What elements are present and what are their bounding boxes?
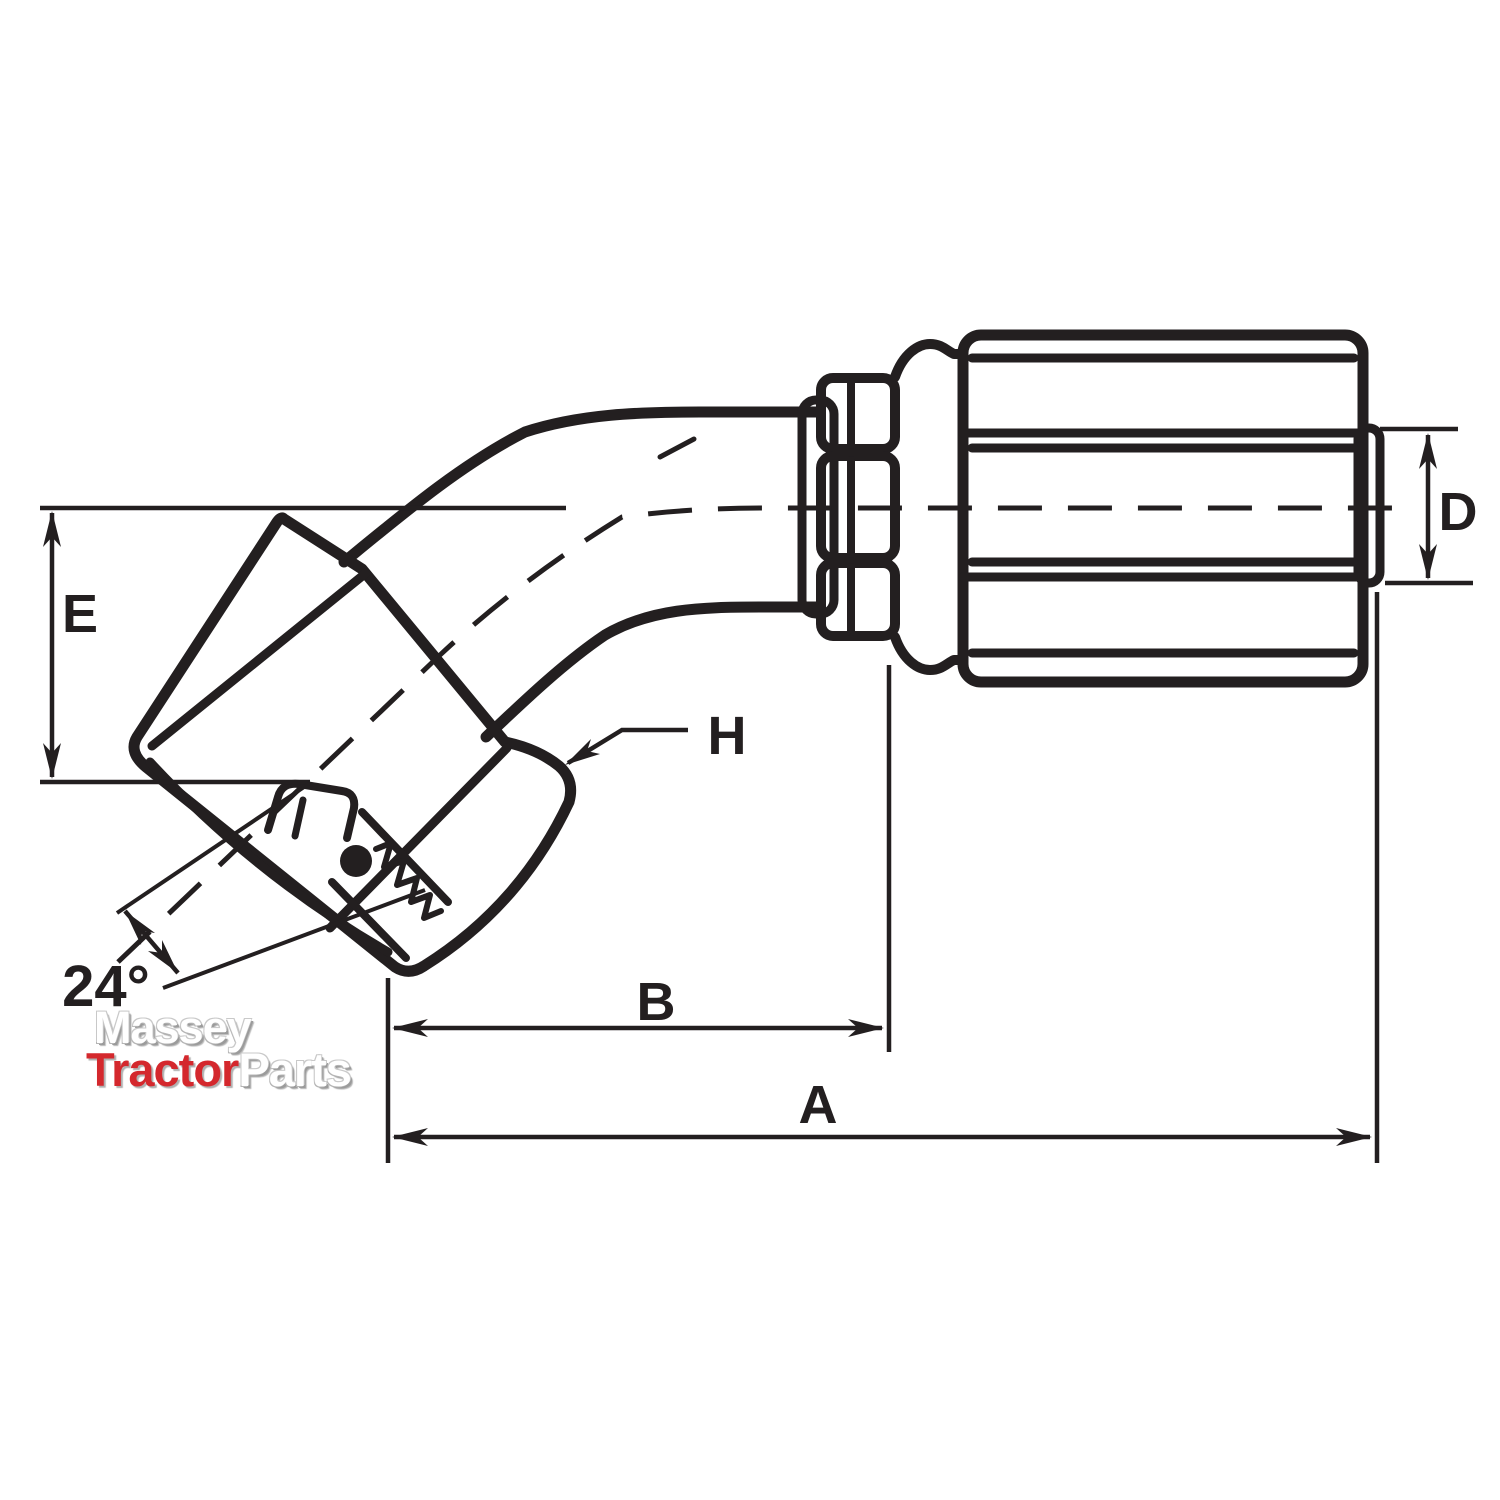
cone-seat-outline bbox=[264, 779, 359, 842]
h-arrowhead bbox=[565, 739, 600, 765]
a-arrow-left bbox=[392, 1128, 428, 1146]
elbow-tube-outer-edge bbox=[338, 406, 824, 568]
d-arrow-down bbox=[1419, 544, 1437, 580]
dim-label-h: H bbox=[708, 706, 747, 766]
e-arrow-down bbox=[43, 743, 61, 779]
angle-arrowhead-upper bbox=[125, 911, 155, 945]
brand-line2: TractorParts bbox=[86, 1046, 352, 1093]
brand-word-tractor: Tractor bbox=[86, 1043, 239, 1096]
thread-bound-lower bbox=[328, 878, 410, 962]
shell-bulge-top bbox=[890, 339, 968, 382]
cone-seat-inner-line bbox=[291, 796, 307, 840]
angle-arrowhead-lower bbox=[148, 940, 178, 973]
hex-nut-chamfer-arc bbox=[145, 757, 393, 957]
a-arrow-right bbox=[1336, 1128, 1372, 1146]
dim-label-d: D bbox=[1439, 482, 1478, 542]
d-arrow-up bbox=[1419, 433, 1437, 469]
dim-label-b: B bbox=[637, 972, 676, 1032]
angle-line-upper bbox=[115, 781, 312, 915]
dimensions bbox=[40, 426, 1473, 1163]
collar-segment-top bbox=[816, 373, 900, 454]
centerline-dashed bbox=[116, 505, 1398, 964]
angle-line-lower bbox=[162, 888, 426, 990]
b-arrow-right bbox=[848, 1019, 884, 1037]
brand-watermark: Massey TractorParts bbox=[86, 1002, 352, 1093]
centerlines bbox=[116, 505, 1398, 964]
brand-word-massey: Massey bbox=[94, 1002, 252, 1053]
brand-word-parts: Parts bbox=[238, 1043, 352, 1096]
surface-tick bbox=[657, 436, 697, 460]
dim-label-e: E bbox=[62, 584, 98, 644]
hex-nut-facet-lines bbox=[147, 568, 512, 933]
crimp-shell-bands bbox=[958, 353, 1368, 658]
ball-check-dot bbox=[340, 845, 372, 877]
thread-bound-upper bbox=[358, 808, 452, 906]
e-arrow-up bbox=[43, 511, 61, 547]
angle-label-24: 24° bbox=[62, 954, 150, 1019]
fitting-body bbox=[128, 329, 1385, 977]
hex-nut-outline bbox=[128, 512, 577, 977]
b-arrow-left bbox=[392, 1019, 428, 1037]
elbow-tube-inner-edge bbox=[480, 601, 824, 743]
shell-bulge-bottom bbox=[890, 632, 968, 675]
thread-zigzag bbox=[373, 840, 444, 921]
collar-segment-bottom bbox=[816, 558, 900, 641]
dim-label-a: A bbox=[799, 1075, 838, 1135]
